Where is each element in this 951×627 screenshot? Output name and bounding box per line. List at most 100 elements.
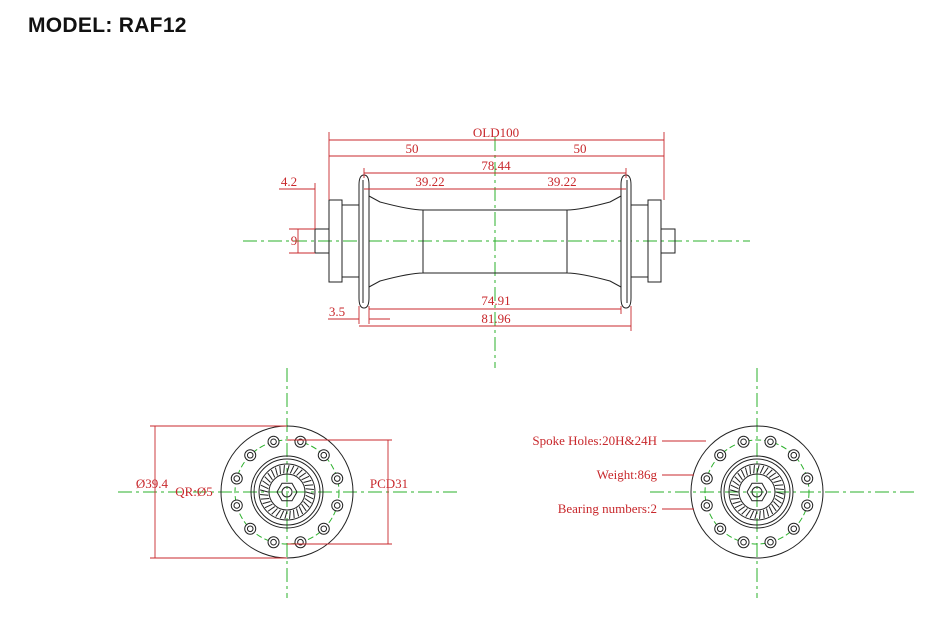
ratchet-tooth (766, 469, 773, 476)
ratchet-tooth (283, 465, 285, 474)
spoke-hole-inner (716, 451, 724, 459)
ratchet-tooth (775, 491, 785, 495)
spoke-hole (331, 472, 344, 485)
spoke-hole-inner (790, 451, 798, 459)
ratchet-tooth (271, 508, 278, 515)
spoke-hole-inner (246, 525, 254, 533)
ratchet-tooth (296, 469, 303, 476)
ratchet-tooth (745, 509, 751, 517)
dim-qr: QR:Ø5 (175, 484, 213, 499)
dim-left-half: 50 (406, 141, 419, 156)
ratchet-tooth (289, 510, 291, 519)
ratchet-tooth (766, 508, 770, 517)
ratchet-tooth (267, 506, 276, 512)
ratchet-tooth (270, 469, 276, 478)
dim-inner-flange: 74.91 (481, 293, 510, 308)
ratchet-tooth (744, 467, 748, 476)
spoke-hole (267, 435, 280, 448)
ratchet-tooth (262, 480, 270, 486)
ratchet-tooth (732, 501, 741, 505)
ratchet-tooth (730, 498, 740, 500)
ratchet-tooth (775, 494, 784, 500)
spoke-hole (331, 499, 344, 512)
spoke-hole (244, 449, 257, 462)
ratchet-tooth (267, 472, 273, 481)
ratchet-tooth (771, 503, 777, 512)
spoke-hole-inner (740, 438, 747, 446)
ratchet-tooth (729, 489, 739, 493)
ratchet-tooth (734, 503, 743, 509)
ratchet-tooth (768, 506, 774, 515)
ratchet-tooth (289, 465, 295, 474)
spoke-hole (294, 536, 307, 549)
spoke-hole-inner (246, 451, 254, 459)
spoke-hole-inner (333, 475, 341, 482)
ratchet-tooth (274, 467, 278, 476)
ratchet-tooth (774, 498, 782, 504)
spoke-hole-inner (803, 502, 811, 509)
ratchet-tooth (775, 488, 784, 490)
ratchet-tooth (737, 472, 743, 481)
dim-flange-thickness: 3.5 (329, 304, 345, 319)
spoke-hole-inner (716, 525, 724, 533)
ratchet-tooth (293, 467, 299, 475)
ratchet-tooth (305, 494, 314, 500)
spoke-hole-inner (297, 538, 304, 546)
ratchet-tooth (741, 508, 748, 515)
spoke-hole-inner (790, 525, 798, 533)
side-view: OLD100 50 50 78.44 39.22 39.22 4.2 9 3.5… (243, 125, 750, 368)
spoke-hole (294, 435, 307, 448)
spoke-hole (714, 449, 727, 462)
ratchet-tooth (756, 464, 760, 474)
spoke-hole-inner (767, 438, 774, 446)
ratchet-tooth (264, 476, 271, 483)
ratchet-tooth (303, 479, 312, 483)
spoke-hole-inner (297, 438, 304, 446)
dim-flange-center: 78.44 (481, 158, 511, 173)
spoke-hole (801, 472, 814, 485)
ratchet-tooth (296, 508, 300, 517)
ratchet-tooth (737, 506, 746, 512)
spoke-hole-inner (320, 451, 328, 459)
spoke-hole (714, 522, 727, 535)
spec-weight: Weight:86g (597, 467, 658, 482)
dim-right-half: 50 (574, 141, 587, 156)
dim-end-cap: 4.2 (281, 174, 297, 189)
spoke-hole (700, 472, 713, 485)
ratchet-tooth (771, 475, 780, 481)
spoke-hole (267, 536, 280, 549)
front-view-left: Ø39.4 QR:Ø5 PCD31 (118, 368, 460, 598)
ratchet-tooth (260, 494, 269, 496)
spec-bearing: Bearing numbers:2 (558, 501, 657, 516)
spoke-hole (801, 499, 814, 512)
spoke-hole (244, 522, 257, 535)
ratchet-tooth (759, 510, 761, 519)
ratchet-tooth (303, 501, 310, 508)
ratchet-tooth (754, 510, 758, 520)
dim-old: OLD100 (473, 125, 519, 140)
ratchet-tooth (293, 509, 295, 519)
ratchet-tooth (740, 469, 746, 478)
spoke-hole (737, 536, 750, 549)
ratchet-tooth (768, 472, 777, 478)
spoke-hole (317, 522, 330, 535)
ratchet-tooth (260, 484, 269, 490)
ratchet-tooth (304, 484, 314, 486)
model-title: MODEL: RAF12 (28, 14, 187, 37)
spoke-hole (787, 522, 800, 535)
side-dimensions (279, 132, 665, 331)
ratchet-tooth (305, 488, 314, 490)
spec-spoke-holes: Spoke Holes:20H&24H (532, 433, 657, 448)
ratchet-tooth (284, 510, 288, 520)
ratchet-tooth (773, 501, 780, 508)
dim-right-flange-offset: 39.22 (547, 174, 576, 189)
spoke-hole-inner (333, 502, 341, 509)
spoke-hole (230, 499, 243, 512)
spoke-hole-inner (320, 525, 328, 533)
spoke-hole (764, 536, 777, 549)
ratchet-tooth (260, 498, 270, 500)
spoke-hole (700, 499, 713, 512)
ratchet-tooth (301, 503, 307, 512)
ratchet-tooth (259, 489, 269, 493)
